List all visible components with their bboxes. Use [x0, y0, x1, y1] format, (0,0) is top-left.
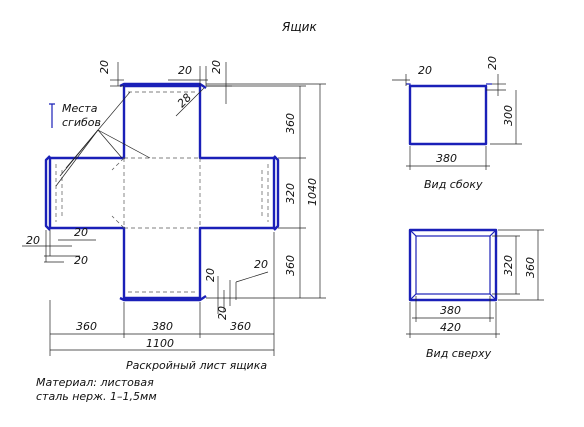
corner-dash-tl: [111, 157, 125, 171]
dim-total-1040: 1040: [306, 178, 319, 206]
material-note: Материал: листовая сталь нерж. 1–1,5мм: [36, 376, 157, 403]
drawing-title: Ящик: [281, 20, 317, 34]
dim-side-20-left: 20: [418, 64, 432, 77]
dim-top-view-380: 380: [440, 304, 461, 317]
dim-right-360-bot: 360: [284, 255, 297, 276]
dim-top-corner: 20: [210, 60, 223, 74]
dim-top-view-320: 320: [502, 255, 515, 276]
top-view-caption: Вид сверху: [426, 347, 492, 360]
dim-bottom-20-b: 20: [216, 306, 229, 320]
bends-callout: Места сгибов: [49, 91, 151, 187]
dim-top-view-360: 360: [524, 257, 537, 278]
right-flange: [273, 155, 280, 231]
top-view-inner: [415, 235, 491, 295]
dim-top-flange-w: 20: [178, 64, 192, 77]
bottom-flange-dimensions: 20 20 20: [204, 258, 269, 320]
side-view: 20 20 300 380 Вид сбоку: [392, 56, 522, 191]
dim-left-20-c: 20: [74, 254, 88, 267]
dim-top-flange: 20: [98, 60, 111, 74]
dim-bottom-380: 380: [152, 320, 173, 333]
dim-right-360-top: 360: [284, 113, 297, 134]
material-line1: Материал: листовая: [36, 376, 154, 389]
bottom-dimensions: 360 380 360 1100 Раскройный лист ящика: [49, 232, 275, 372]
right-dimensions: 360 320 360 1040: [206, 83, 326, 299]
side-view-flange-left: [406, 83, 411, 90]
top-dimensions: 20 20 20 28: [98, 60, 232, 117]
dim-side-20-right: 20: [486, 56, 499, 70]
blank-caption: Раскройный лист ящика: [126, 359, 267, 372]
dim-bottom-360-left: 360: [76, 320, 97, 333]
dim-left-20-b: 20: [74, 226, 88, 239]
side-view-box: [408, 84, 488, 146]
bends-marker: [49, 103, 55, 128]
top-view: 320 360 380 420 Вид сверху: [406, 228, 544, 360]
bends-label-line1: Места: [62, 102, 98, 115]
side-view-caption: Вид сбоку: [424, 178, 483, 191]
bottom-flange: [119, 295, 207, 302]
dim-bottom-20-c: 20: [254, 258, 268, 271]
blank-pattern: [44, 82, 280, 302]
bends-label-line2: сгибов: [62, 116, 101, 129]
material-line2: сталь нерж. 1–1,5мм: [36, 390, 157, 403]
top-view-outer: [408, 228, 498, 302]
top-flange: [119, 82, 207, 89]
dim-bottom-20-a: 20: [204, 268, 217, 282]
dim-right-320: 320: [284, 183, 297, 204]
dim-side-300: 300: [502, 105, 515, 126]
dim-bottom-360-right: 360: [230, 320, 251, 333]
dim-side-380: 380: [436, 152, 457, 165]
dim-diag: 28: [175, 91, 194, 110]
corner-dash-bl: [111, 215, 125, 229]
dim-left-20-a: 20: [26, 234, 40, 247]
dim-top-view-420: 420: [440, 321, 461, 334]
left-flange: [44, 155, 51, 231]
dim-bottom-1100: 1100: [146, 337, 174, 350]
left-dimensions: 20 20 20: [22, 226, 96, 267]
